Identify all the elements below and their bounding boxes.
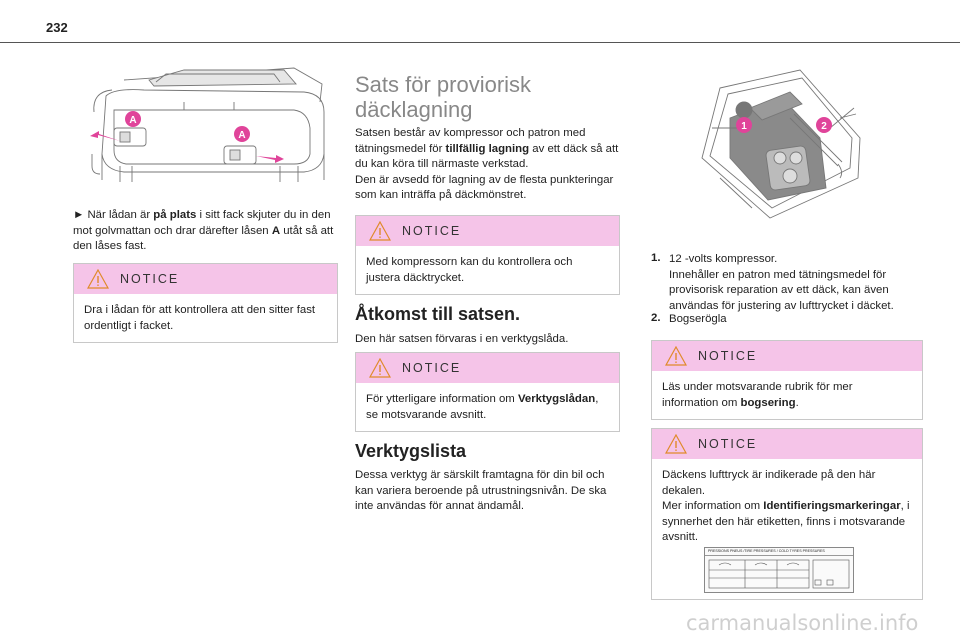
notice-box-compressor: NOTICE Med kompressorn kan du kontroller…: [355, 215, 620, 296]
notice-label: NOTICE: [402, 361, 462, 375]
warning-triangle-icon: [369, 358, 391, 378]
figure-marker-a: A: [129, 115, 136, 126]
repair-kit-illustration: 1 2: [690, 68, 870, 228]
notice-text: För ytterligare information om Verktygsl…: [366, 393, 599, 421]
storage-box-illustration: A A: [84, 62, 334, 192]
warning-triangle-icon: [665, 346, 687, 366]
label-image-title: PRESSIONS PNEUS /TIRE PRESSURES / COLD T…: [705, 548, 853, 556]
figure-marker-a-2: A: [238, 130, 245, 141]
tools-heading: Verktygslista: [355, 441, 467, 461]
notice-text: Med kompressorn kan du kontrollera och j…: [366, 256, 573, 284]
notice-box-locked: NOTICE Dra i lådan för att kontrollera a…: [73, 263, 338, 344]
tools-text: Dessa verktyg är särskilt framtagna för …: [355, 469, 607, 513]
list-item-compressor: 12 -volts kompressor. Innehåller en patr…: [669, 253, 894, 312]
figure-marker-2: 2: [821, 121, 827, 132]
list-number: 2.: [651, 312, 661, 324]
tyre-pressure-label-image: PRESSIONS PNEUS /TIRE PRESSURES / COLD T…: [704, 547, 854, 593]
list-item-tow-eye: Bogserögla: [669, 313, 727, 325]
page-number: 232: [46, 20, 68, 35]
list-number: 1.: [651, 252, 661, 264]
warning-triangle-icon: [87, 269, 109, 289]
notice-box-towing: NOTICE Läs under motsvarande rubrik för …: [651, 340, 923, 421]
notice-label: NOTICE: [698, 349, 758, 363]
warning-triangle-icon: [665, 434, 687, 454]
kit-intro: Satsen består av kompressor och patron m…: [355, 127, 619, 202]
notice-label: NOTICE: [698, 437, 758, 451]
notice-text: Däckens lufttryck är indikerade på den h…: [662, 469, 910, 544]
access-text: Den här satsen förvaras i en verktygslåd…: [355, 333, 569, 345]
figure-marker-1: 1: [741, 121, 747, 132]
bullet-arrow-icon: ►: [73, 209, 85, 221]
box-instruction: ► När lådan är på plats i sitt fack skju…: [73, 209, 334, 253]
notice-box-tyre-pressure: NOTICE Däckens lufttryck är indikerade p…: [651, 428, 923, 600]
header-rule: [0, 42, 960, 43]
notice-label: NOTICE: [402, 224, 462, 238]
access-heading: Åtkomst till satsen.: [355, 304, 521, 324]
section-title: Sats för proviorisk däcklagning: [355, 72, 532, 122]
footer-watermark: carmanualsonline.info: [686, 611, 919, 635]
notice-label: NOTICE: [120, 272, 180, 286]
notice-box-toolbox: NOTICE För ytterligare information om Ve…: [355, 352, 620, 433]
notice-text: Dra i lådan för att kontrollera att den …: [84, 304, 316, 332]
notice-text: Läs under motsvarande rubrik för mer inf…: [662, 381, 853, 409]
warning-triangle-icon: [369, 221, 391, 241]
